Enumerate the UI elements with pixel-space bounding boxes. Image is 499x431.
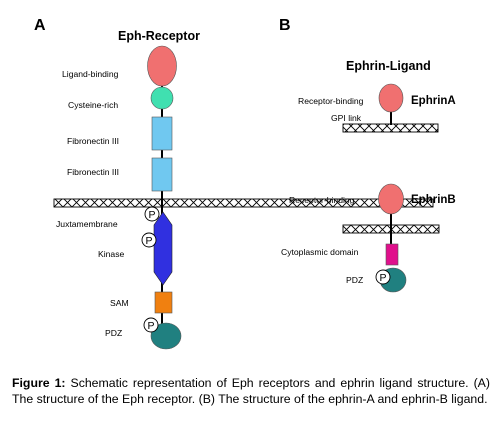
ephrin-b-receptor-binding-domain <box>378 183 404 215</box>
panel-a-letter: A <box>34 17 46 34</box>
ligand-binding-label: Ligand-binding <box>62 69 119 79</box>
kinase-domain <box>153 211 173 286</box>
svg-text:P: P <box>379 272 386 284</box>
cysteine-rich-label: Cysteine-rich <box>68 100 118 110</box>
caption-text: Schematic representation of Eph receptor… <box>12 376 490 406</box>
eph-receptor-title: Eph-Receptor <box>118 29 200 43</box>
caption-label: Figure 1: <box>12 376 66 390</box>
svg-text:P: P <box>148 209 155 221</box>
kinase-label: Kinase <box>98 249 124 259</box>
fibronectin-domain-2 <box>151 157 173 192</box>
fibronectin-label-2: Fibronectin III <box>67 167 119 177</box>
ligand-binding-domain <box>147 45 177 87</box>
juxtamembrane-label: Juxtamembrane <box>56 219 118 229</box>
ephrin-b-membrane <box>342 224 440 234</box>
pdz-domain-receptor <box>150 322 182 350</box>
svg-text:P: P <box>147 320 154 332</box>
panel-b-letter: B <box>279 17 291 34</box>
cysteine-rich-domain <box>150 86 174 110</box>
cell-membrane <box>53 198 434 208</box>
sam-label: SAM <box>110 298 129 308</box>
phospho-juxtamembrane-2: P <box>141 232 157 248</box>
phospho-pdz: P <box>143 317 159 333</box>
ephrin-a-receptor-binding-domain <box>378 83 404 113</box>
ephrin-b-name: EphrinB <box>411 194 456 206</box>
fibronectin-domain-1 <box>151 116 173 151</box>
svg-text:P: P <box>145 235 152 247</box>
ephrin-a-receptor-binding-label: Receptor-binding <box>298 96 364 106</box>
ephrin-a-membrane <box>342 123 439 133</box>
figure-caption: Figure 1: Schematic representation of Ep… <box>12 376 490 407</box>
cytoplasmic-domain-label: Cytoplasmic domain <box>281 247 359 257</box>
ephrin-ligand-title: Ephrin-Ligand <box>346 59 431 73</box>
gpi-link-label: GPI link <box>331 113 362 123</box>
phospho-juxtamembrane-1: P <box>144 206 160 222</box>
ephrin-b-pdz-label: PDZ <box>346 275 363 285</box>
ephrin-b-receptor-binding-label: Receptor-binding <box>289 195 355 205</box>
fibronectin-label-1: Fibronectin III <box>67 136 119 146</box>
ephrin-a-name: EphrinA <box>411 95 456 107</box>
ephrin-b-cytoplasmic-domain <box>385 243 399 266</box>
pdz-label-receptor: PDZ <box>105 328 122 338</box>
eph-ephrin-diagram: A Eph-Receptor P P P Ligand-binding Cyst… <box>34 17 456 350</box>
ephrin-b-phospho: P <box>375 269 391 285</box>
sam-domain <box>154 291 173 314</box>
